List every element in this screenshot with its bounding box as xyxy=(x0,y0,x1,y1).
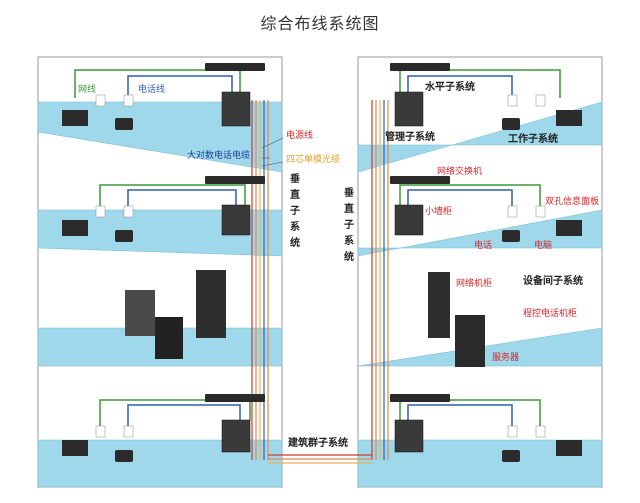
diagram-title: 综合布线系统图 xyxy=(260,14,380,33)
legend-pointers xyxy=(261,137,284,167)
svg-text:垂: 垂 xyxy=(344,186,354,199)
label-equipment-room-subsystem: 设备间子系统 xyxy=(523,274,583,287)
floor-left-4 xyxy=(37,439,283,488)
outlet-icon xyxy=(123,205,134,218)
label-dual-outlet-panel: 双孔信息面板 xyxy=(545,195,599,207)
label-management-subsystem: 管理子系统 xyxy=(385,130,435,143)
wall-cabinet-icon xyxy=(394,204,424,236)
switch-icon xyxy=(205,176,265,184)
svg-text:直: 直 xyxy=(290,188,300,201)
outlet-icon xyxy=(535,205,546,218)
svg-text:子: 子 xyxy=(290,205,300,217)
outlet-icon xyxy=(95,205,106,218)
outlet-icon xyxy=(123,94,134,107)
phone-icon xyxy=(502,118,520,130)
outlet-icon xyxy=(507,425,518,438)
phone-icon xyxy=(115,118,133,130)
wall-cabinet-icons xyxy=(221,91,424,453)
label-network-rack: 网络机柜 xyxy=(456,277,492,289)
laptop-icons xyxy=(62,110,582,456)
label-server: 服务器 xyxy=(492,351,519,363)
svg-text:统: 统 xyxy=(290,236,300,249)
label-computer: 电脑 xyxy=(534,239,552,251)
laptop-icon xyxy=(556,220,582,236)
floors-right xyxy=(357,101,603,488)
outlet-icon xyxy=(507,94,518,107)
outlet-icon xyxy=(95,94,106,107)
wall-cabinet-icon xyxy=(394,419,424,453)
outlet-icon xyxy=(123,425,134,438)
wall-cabinet-icon xyxy=(394,91,424,127)
svg-text:直: 直 xyxy=(344,202,354,215)
svg-text:统: 统 xyxy=(344,250,354,263)
outlet-icon xyxy=(507,205,518,218)
label-four-core-fiber: 四芯单模光缆 xyxy=(286,153,340,165)
label-phone-line: 电话线 xyxy=(138,83,165,95)
network-rack-icon xyxy=(428,272,450,338)
floor-cables-right xyxy=(399,69,561,430)
laptop-icon xyxy=(62,440,88,456)
equipment-room-right xyxy=(428,272,485,367)
phone-icon xyxy=(502,450,520,462)
label-small-cabinet: 小墙柜 xyxy=(425,205,452,217)
phone-icon xyxy=(502,230,520,242)
svg-text:系: 系 xyxy=(290,220,300,233)
label-large-pair-cable: 大对数电话电缆 xyxy=(187,149,250,161)
laptop-icon xyxy=(556,440,582,456)
server-rack-icon xyxy=(125,290,155,336)
switch-icon xyxy=(205,63,265,71)
floor-right-2 xyxy=(357,209,603,257)
laptop-icon xyxy=(62,220,88,236)
wall-cabinet-icon xyxy=(221,91,251,127)
laptop-icon xyxy=(62,110,88,126)
wall-cabinet-icon xyxy=(221,419,251,453)
outlet-icon xyxy=(535,94,546,107)
label-network-switch: 网络交换机 xyxy=(437,165,482,177)
label-vertical-subsystem-left: 垂 直 子 系 统 xyxy=(290,172,300,249)
label-power-line: 电源线 xyxy=(286,129,313,141)
label-phone: 电话 xyxy=(474,239,492,251)
outlet-icon xyxy=(535,425,546,438)
server-tower-icon xyxy=(155,317,183,359)
wall-cabinet-icon xyxy=(221,204,251,236)
network-rack-icon xyxy=(196,270,226,338)
label-work-area-subsystem: 工作子系统 xyxy=(508,132,558,145)
phone-icon xyxy=(115,230,133,242)
label-horizontal-subsystem: 水平子系统 xyxy=(424,80,475,93)
floor-right-1 xyxy=(357,101,603,173)
svg-text:垂: 垂 xyxy=(290,172,300,185)
equipment-room-left xyxy=(125,270,226,359)
label-network-line: 网线 xyxy=(78,83,96,95)
phone-icon xyxy=(115,450,133,462)
svg-text:系: 系 xyxy=(344,234,354,247)
switch-icon xyxy=(205,394,265,402)
riser-right xyxy=(371,100,389,460)
phone-icons xyxy=(115,118,520,462)
building-link-cables xyxy=(268,454,372,464)
laptop-icon xyxy=(556,110,582,126)
label-building-subsystem: 建筑群子系统 xyxy=(287,436,348,449)
switch-icons xyxy=(205,63,450,402)
outlet-icons xyxy=(95,94,546,438)
floor-left-1 xyxy=(37,101,283,173)
floor-left-2 xyxy=(37,209,283,257)
label-pbx-rack: 程控电话机柜 xyxy=(523,307,577,319)
switch-icon xyxy=(390,176,450,184)
switch-icon xyxy=(390,63,450,71)
label-vertical-subsystem-right: 垂 直 子 系 统 xyxy=(344,186,354,263)
switch-icon xyxy=(390,394,450,402)
pbx-rack-icon xyxy=(455,315,485,367)
floor-cables-left xyxy=(74,69,251,430)
outlet-icon xyxy=(95,425,106,438)
svg-text:子: 子 xyxy=(344,219,354,231)
